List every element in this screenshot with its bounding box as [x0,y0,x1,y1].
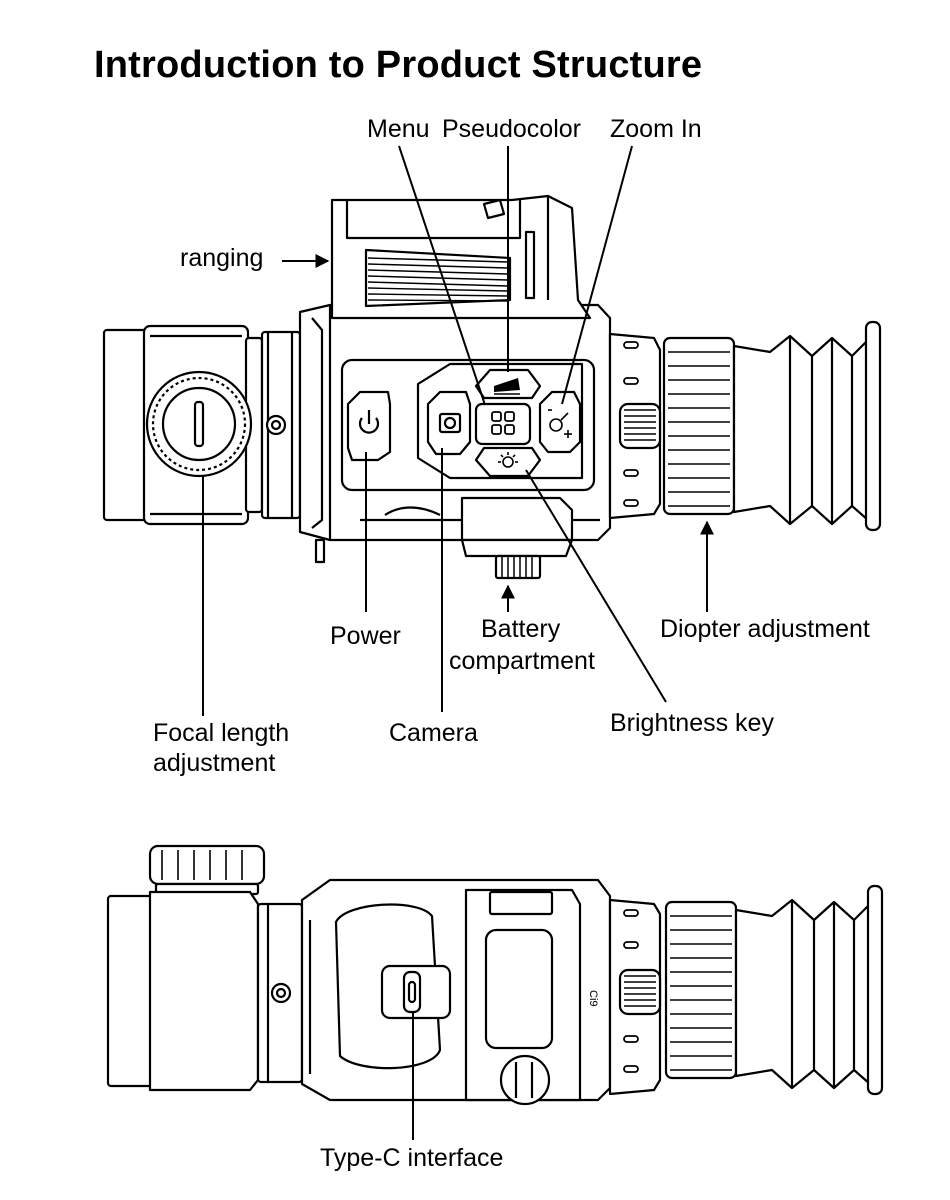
battery-compartment [460,496,574,580]
screw-icon [265,414,287,436]
ranging-label: ranging [180,244,264,272]
eyepiece [608,320,882,532]
pseudocolor-button[interactable] [474,368,542,400]
pseudocolor-label: Pseudocolor [442,115,581,143]
diopter-label: Diopter adjustment [660,615,870,643]
zoom-in-label: Zoom In [610,115,702,143]
focus-knob-icon [145,370,253,478]
pseudocolor-icon [494,378,520,395]
brightness-button[interactable] [474,446,542,478]
focal-label-line2: adjustment [153,749,276,777]
brightness-label: Brightness key [610,709,774,737]
device-bottom-view: Ci9 [106,844,884,1106]
brightness-leader [525,469,667,703]
power-label: Power [330,622,401,650]
zoom-in-button[interactable] [538,390,582,454]
battery-label-line2: compartment [449,647,595,675]
zoom-in-icon [548,409,572,438]
menu-button[interactable] [474,402,532,446]
menu-leader [398,145,486,406]
menu-icon [491,411,515,435]
type-c-port [402,970,422,1014]
device-top-view [102,194,882,580]
battery-label-line1: Battery [481,615,561,643]
leader-lines-top [202,145,714,716]
focus-knob-side [148,844,266,896]
type-c-label: Type-C interface [320,1144,504,1172]
power-button[interactable] [346,390,392,462]
page-title: Introduction to Product Structure [94,44,703,86]
camera-button[interactable] [426,390,472,456]
brightness-icon [498,452,518,468]
camera-label: Camera [389,719,478,747]
ranging-module [330,194,592,320]
menu-label: Menu [367,115,430,143]
power-icon [358,410,380,434]
side-marking: Ci9 [587,990,599,1007]
zoom-in-leader [561,145,633,405]
focal-label-line1: Focal length [153,719,290,747]
camera-icon [438,412,462,434]
